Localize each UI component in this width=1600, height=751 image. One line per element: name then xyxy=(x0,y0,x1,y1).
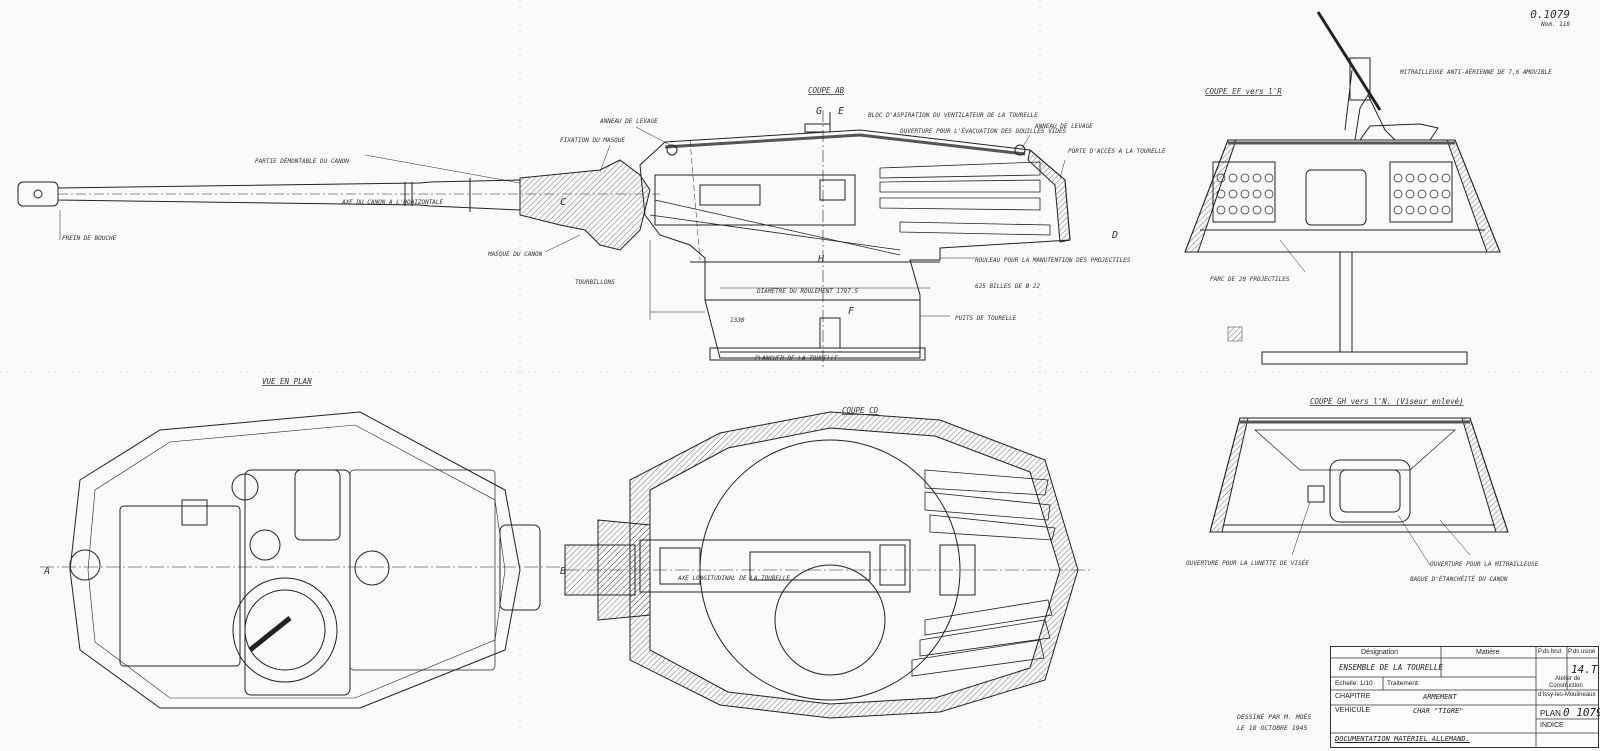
label-axe-du-canon: AXE DU CANON A L'HORIZONTALE xyxy=(341,199,444,206)
front-mantlet xyxy=(69,549,101,581)
tb-documentation: DOCUMENTATION MATÉRIEL ALLEMAND. xyxy=(1335,735,1470,743)
label-parc-projectiles: PARC DE 20 PROJECTILES xyxy=(1210,276,1290,283)
gun-mantlet xyxy=(519,159,651,251)
coupe-ef-title: COUPE EF vers l'R xyxy=(1205,87,1282,96)
tb-designation-header: Désignation xyxy=(1361,649,1398,656)
tb-atelier-line2: Construction xyxy=(1549,683,1583,689)
label-porte-acces: PORTE D'ACCÈS A LA TOURELLE xyxy=(1068,147,1166,155)
tb-vehicule-label: VEHICULE xyxy=(1335,707,1371,714)
shells-plan xyxy=(911,469,1056,677)
sheet-number: 0.1079 Nom. 118 xyxy=(1530,8,1570,28)
muzzle-brake xyxy=(17,181,59,207)
coupe-ab-view xyxy=(17,110,1071,370)
tb-atelier-line3: d'Issy-les-Moulineaux xyxy=(1538,692,1596,698)
label-puits-de-tourelle: PUITS DE TOURELLE xyxy=(955,315,1017,322)
turret-rear-section xyxy=(1209,417,1509,533)
label-diametre-roulement: DIAMÈTRE DU ROULEMENT 1797.5 xyxy=(756,287,859,295)
title-block: Désignation Matière P.ds brut P.ds usiné… xyxy=(1330,646,1600,748)
signature-block: DESSINÉ PAR M. MOËS LE 18 OCTOBRE 1945 xyxy=(1237,712,1311,734)
gun-breech-plan xyxy=(639,539,911,593)
letter-h: H xyxy=(817,254,825,265)
aa-machine-gun xyxy=(1316,11,1439,141)
turret-roof-outline xyxy=(69,411,521,709)
coupe-cd-view xyxy=(564,411,1090,719)
letter-e: E xyxy=(838,106,844,117)
label-anneau-de-levage-1: ANNEAU DE LEVAGE xyxy=(599,118,658,125)
turret-body xyxy=(639,129,1071,359)
letter-g: G xyxy=(816,106,822,117)
sheet-number-value: 0.1079 xyxy=(1530,8,1570,21)
tb-chapitre-value: ARMEMENT xyxy=(1423,693,1457,701)
tb-indice: INDICE xyxy=(1540,722,1564,729)
label-frein-de-bouche: FREIN DE BOUCHE xyxy=(62,235,117,242)
stamp-mark xyxy=(1227,326,1243,342)
vue-en-plan-view xyxy=(40,411,560,709)
tb-chapitre-label: CHAPITRE xyxy=(1335,693,1371,700)
vision-block xyxy=(294,469,341,541)
tb-poids-value: 14.T xyxy=(1571,663,1598,676)
label-partie-demontable: PARTIE DÉMONTABLE DU CANON xyxy=(255,157,349,165)
tb-plan-label: PLAN xyxy=(1540,709,1561,718)
signature-date: LE 18 OCTOBRE 1945 xyxy=(1237,724,1308,732)
label-bague-etancheite: BAGUE D'ÉTANCHÉITÉ DU CANON xyxy=(1410,575,1508,583)
label-anneau-de-levage-2: ANNEAU DE LEVAGE xyxy=(1034,123,1093,130)
tb-matiere-header: Matière xyxy=(1476,649,1500,656)
coupe-ab-title: COUPE AB xyxy=(808,86,845,95)
coupe-ef-view xyxy=(1184,11,1501,365)
letter-c: C xyxy=(560,197,566,208)
ammo-circles xyxy=(1216,173,1451,215)
label-rouleau-manutention: ROULEAU POUR LA MANUTENTION DES PROJECTI… xyxy=(975,257,1131,264)
letter-f: F xyxy=(848,306,855,317)
label-fixation-du-masque: FIXATION DU MASQUE xyxy=(560,137,625,144)
loader-hatch xyxy=(354,550,390,586)
signature-drawn-by: DESSINÉ PAR M. MOËS xyxy=(1237,713,1312,721)
tb-poids-usine-header: P.ds usiné xyxy=(1568,649,1596,655)
coupe-gh-view xyxy=(1209,417,1509,566)
periscope xyxy=(231,473,259,501)
coupe-cd-title: COUPE CD xyxy=(842,406,879,415)
label-mitrailleuse-aa: MITRAILLEUSE ANTI-AÉRIENNE DE 7,6 AMOVIB… xyxy=(1399,68,1552,76)
label-axe-longitudinal: AXE LONGITUDINAL DE LA TOURELLE xyxy=(677,575,790,582)
label-plancher: PLANCHER DE LA TOURELLE xyxy=(755,355,838,362)
ammo-rack-right xyxy=(1389,161,1453,223)
label-masque-du-canon: MASQUE DU CANON xyxy=(487,251,543,258)
tb-designation-value: ENSEMBLE DE LA TOURELLE xyxy=(1339,663,1443,672)
tb-traitement: Traitement: xyxy=(1387,680,1420,687)
turret-floor xyxy=(1261,351,1468,365)
label-tourbillons: TOURBILLONS xyxy=(575,279,615,286)
tb-plan-value: 0 1079 xyxy=(1563,706,1600,719)
coupe-gh-title: COUPE GH vers l'N. (Viseur enlevé) xyxy=(1310,397,1464,406)
letter-a: A xyxy=(43,566,50,577)
vue-en-plan-title: VUE EN PLAN xyxy=(262,377,312,386)
label-ouverture-mitrailleuse: OUVERTURE POUR LA MITRAILLEUSE xyxy=(1430,561,1539,568)
label-dim-1330: 1330 xyxy=(730,317,745,324)
sheet-subnumber: Nom. 118 xyxy=(1541,21,1570,28)
label-ouverture-evacuation: OUVERTURE POUR L'ÉVACUATION DES DOUILLES… xyxy=(900,127,1067,135)
label-bloc-aspiration: BLOC D'ASPIRATION DU VENTILATEUR DE LA T… xyxy=(868,112,1038,119)
tb-echelle: Echelle: 1/10 xyxy=(1335,680,1373,687)
label-ouverture-lunette: OUVERTURE POUR LA LUNETTE DE VISÉE xyxy=(1186,559,1309,567)
gun-opening xyxy=(1329,459,1411,523)
title-block-grid xyxy=(1331,647,1598,747)
gun-barrel xyxy=(57,179,521,211)
letter-b: B xyxy=(560,566,566,577)
ammo-rack-left xyxy=(1212,161,1276,223)
letter-d: D xyxy=(1111,230,1118,241)
tb-vehicule-value: CHAR "TIGRE" xyxy=(1413,707,1464,715)
tb-poids-brut-header: P.ds brut xyxy=(1538,649,1562,655)
commander-cupola xyxy=(232,577,338,683)
label-billes: 625 BILLES DE Ø 22 xyxy=(975,283,1040,290)
tb-atelier-line1: Atelier de xyxy=(1555,676,1581,682)
